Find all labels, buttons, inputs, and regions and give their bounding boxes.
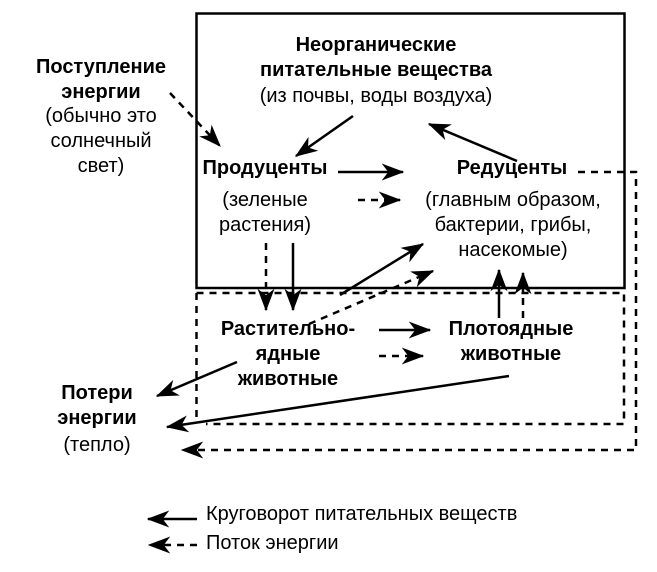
producers-title: Продуценты [202,157,328,179]
reducers-title: Редуценты [456,157,568,179]
reducers-subtitle: (главным образом, бактерии, грибы, насек… [425,189,601,261]
energy-loss-subtitle: (тепло) [63,434,131,456]
ecosystem-box [195,12,626,290]
arrow-herbivores-to-reducers [339,242,425,297]
inorganic-nutrients-title: Неорганические питательные вещества [259,34,492,81]
energy-flow-herbivores-to-reducers-arrow [308,269,435,326]
arrow-nutrients-to-producers [294,114,354,158]
energy-loss-title: Потери энергии [57,382,137,429]
arrow-carnivores-to-energy-loss [165,374,510,433]
carnivores-title: Плотоядные животные [448,318,574,365]
legend-energy-flow-label: Поток энергии [206,532,339,554]
arrow-reducers-to-nutrients [427,122,518,163]
producers-subtitle: (зеленые растения) [218,189,311,236]
energy-input-title: Поступление энергии [35,56,166,103]
arrow-herbivores-to-energy-loss [155,360,238,398]
herbivores-title: Растительно- ядные животные [220,318,356,390]
energy-flow-reducers-to-loss-arrow [180,170,638,459]
energy-box-outline [196,291,626,426]
inorganic-nutrients-subtitle: (из почвы, воды воздуха) [259,85,493,107]
legend-nutrient-cycle-label: Круговорот питательных веществ [206,503,518,525]
energy-input-subtitle: (обычно это солнечный свет) [45,105,157,177]
